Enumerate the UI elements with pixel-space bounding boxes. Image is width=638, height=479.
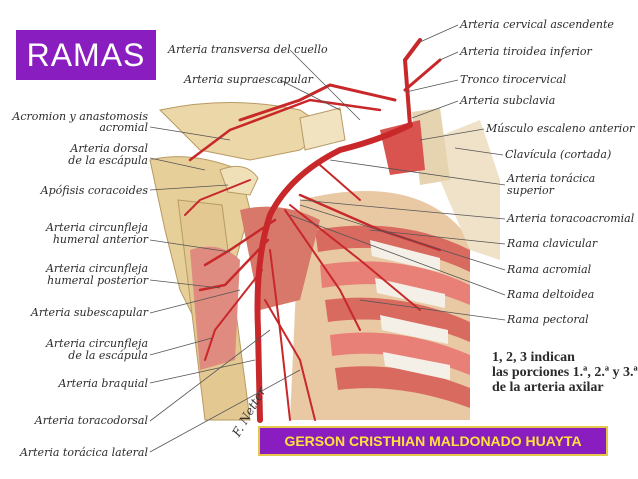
label-arteria-toracica-lateral: Arteria torácica lateral xyxy=(19,446,148,459)
portions-note: 1, 2, 3 indican las porciones 1.ª, 2.ª y… xyxy=(492,350,638,395)
label-arteria-transversa: Arteria transversa del cuello xyxy=(168,43,328,56)
ribcage xyxy=(290,191,470,420)
label-circunfleja-anterior-2: humeral anterior xyxy=(52,233,148,246)
label-rama-deltoidea: Rama deltoidea xyxy=(507,288,595,301)
label-arteria-supraescapular: Arteria supraescapular xyxy=(184,73,313,86)
note-line-2: las porciones 1.ª, 2.ª y 3.ª xyxy=(492,365,638,380)
label-dorsal-1: Arteria dorsal xyxy=(70,142,148,155)
label-arteria-braquial: Arteria braquial xyxy=(58,377,148,390)
label-clavicula: Clavícula (cortada) xyxy=(505,148,612,161)
label-escaleno-anterior: Músculo escaleno anterior xyxy=(486,122,635,135)
label-arteria-subclavia: Arteria subclavia xyxy=(460,94,556,107)
label-rama-clavicular: Rama clavicular xyxy=(507,237,598,250)
label-tiroidea-inferior: Arteria tiroidea inferior xyxy=(460,45,592,58)
label-circunfleja-anterior-1: Arteria circunfleja xyxy=(45,221,148,234)
label-apofisis-coracoides: Apófisis coracoides xyxy=(40,184,148,197)
label-circunfleja-posterior-1: Arteria circunfleja xyxy=(45,262,148,275)
label-acromion-2: acromial xyxy=(99,121,148,134)
note-line-1: 1, 2, 3 indican xyxy=(492,350,575,365)
label-circunfleja-escapula-2: de la escápula xyxy=(68,349,148,362)
note-line-3: de la arteria axilar xyxy=(492,380,604,395)
label-circunfleja-escapula-1: Arteria circunfleja xyxy=(45,337,148,350)
label-acromion-1: Acromion y anastomosis xyxy=(12,110,148,123)
label-rama-acromial: Rama acromial xyxy=(507,263,592,276)
label-rama-pectoral: Rama pectoral xyxy=(507,313,589,326)
label-arteria-subescapular: Arteria subescapular xyxy=(30,306,148,319)
label-cervical-ascendente: Arteria cervical ascendente xyxy=(460,18,614,31)
label-toracica-superior-2: superior xyxy=(507,184,554,197)
author-banner: GERSON CRISTHIAN MALDONADO HUAYTA xyxy=(258,426,608,456)
label-toracoacromial: Arteria toracoacromial xyxy=(507,212,635,225)
label-arteria-toracodorsal: Arteria toracodorsal xyxy=(34,414,148,427)
label-circunfleja-posterior-2: humeral posterior xyxy=(47,274,148,287)
label-tronco-tirocervical: Tronco tirocervical xyxy=(460,73,567,86)
leader-lines xyxy=(149,24,506,453)
label-dorsal-2: de la escápula xyxy=(68,154,148,167)
slide-title: RAMAS xyxy=(16,30,156,80)
label-toracica-superior-1: Arteria torácica xyxy=(507,172,596,185)
